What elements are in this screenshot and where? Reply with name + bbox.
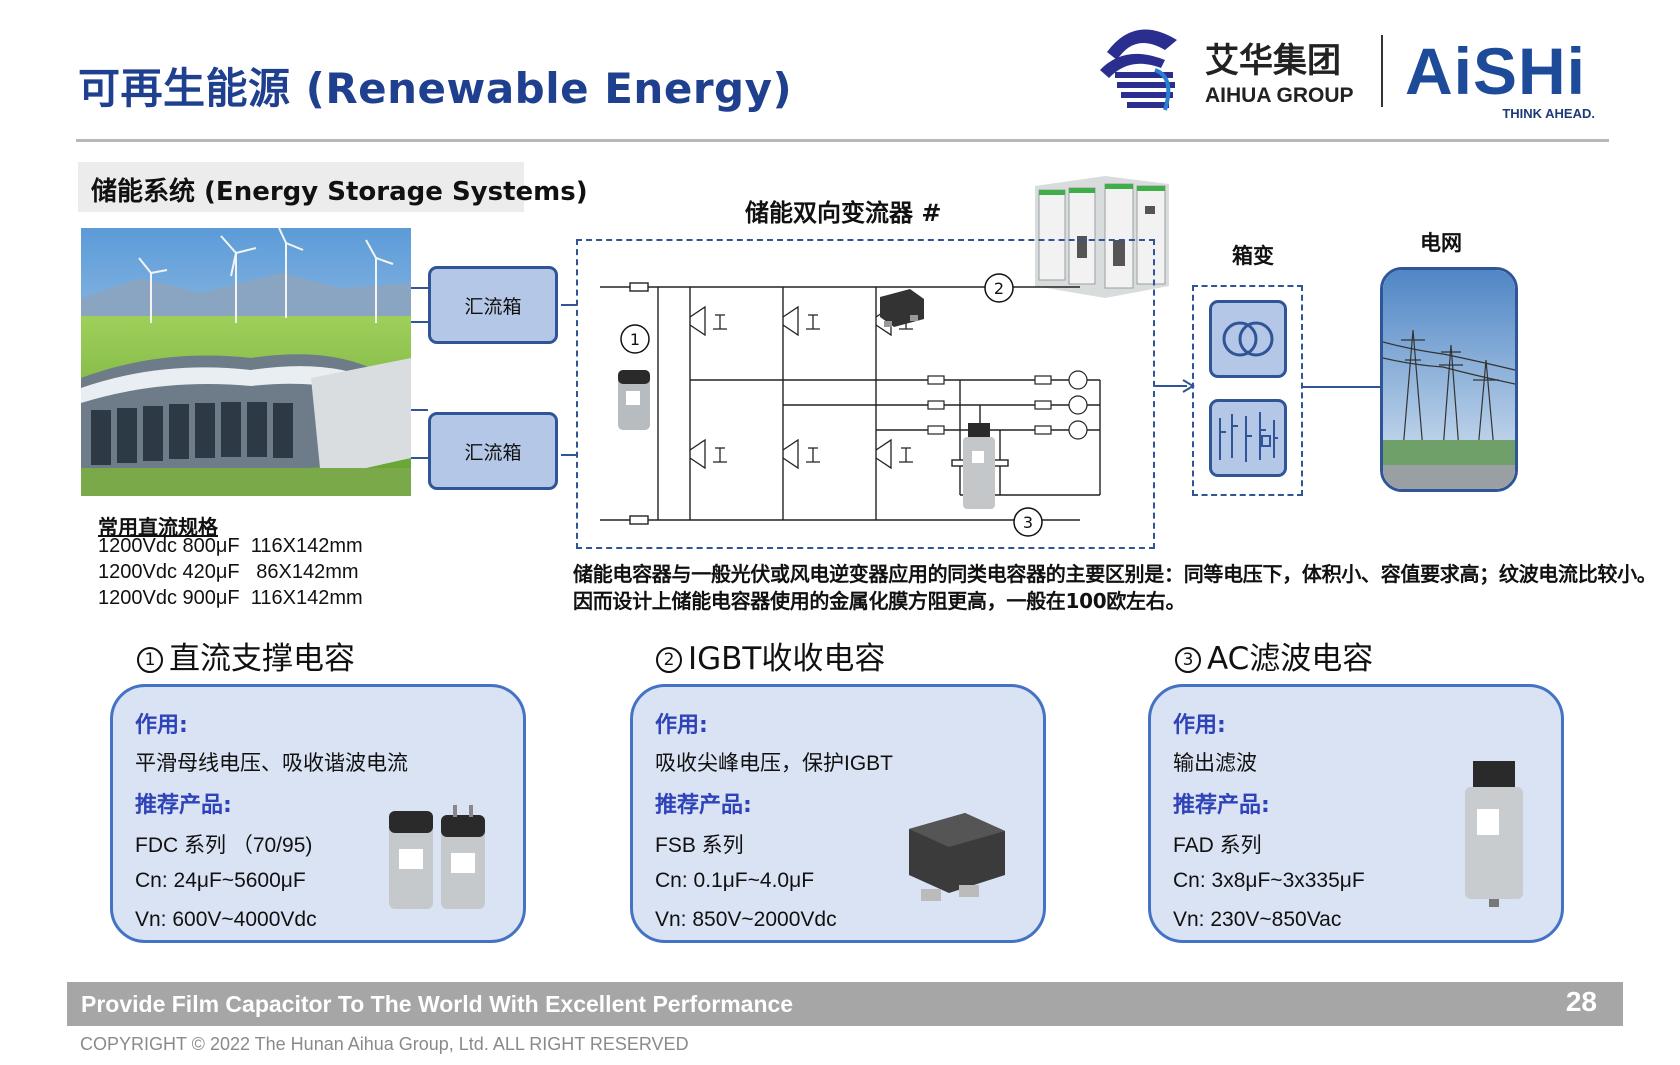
card-number: 1 xyxy=(137,647,163,673)
copyright: COPYRIGHT © 2022 The Hunan Aihua Group, … xyxy=(80,1034,689,1054)
energy-storage-photo xyxy=(81,228,411,496)
converter-circuit: 1 2 3 xyxy=(600,273,1101,537)
card-title-text: IGBT收收电容 xyxy=(688,641,886,677)
specs-title: 常用直流规格 xyxy=(98,515,218,539)
cn-text: Cn: 0.1μF~4.0μF xyxy=(655,869,815,892)
aihua-cn: 艾华集团 xyxy=(1205,41,1341,81)
role-text: 输出滤波 xyxy=(1173,752,1257,775)
power-grid-photo xyxy=(1380,267,1518,492)
aishi-tagline: THINK AHEAD. xyxy=(1502,106,1595,121)
marker-3: 3 xyxy=(1023,513,1033,532)
dc-link-capacitor-icon xyxy=(618,370,650,430)
page-title: 可再生能源 (Renewable Energy) xyxy=(78,64,793,113)
section-label: 储能系统 (Energy Storage Systems) xyxy=(78,162,588,212)
series-text: FAD 系列 xyxy=(1173,834,1262,857)
series-text: FDC 系列 （70/95) xyxy=(135,834,313,857)
combiner-box: 汇流箱 xyxy=(428,266,558,344)
title-divider xyxy=(76,139,1609,142)
aihua-en: AIHUA GROUP xyxy=(1205,84,1354,107)
role-text: 平滑母线电压、吸收谐波电流 xyxy=(135,752,408,775)
box-transformer-label: 箱变 xyxy=(1232,244,1274,268)
spec-line: 1200Vdc 800μF 116X142mm xyxy=(98,535,363,557)
page-number: 28 xyxy=(1565,986,1597,1017)
aishi-wordmark: AiSHi xyxy=(1405,34,1587,108)
spec-line: 1200Vdc 900μF 116X142mm xyxy=(98,587,363,609)
fsb-capacitor-icon xyxy=(909,813,1005,901)
role-label: 作用: xyxy=(135,713,188,738)
note-line: 因而设计上储能电容器使用的金属化膜方阻更高，一般在100欧左右。 xyxy=(573,589,1186,613)
pcs-cabinet-image xyxy=(1035,176,1169,298)
combiner-connectors xyxy=(411,287,577,459)
aihua-logo: 艾华集团 AIHUA GROUP xyxy=(1100,29,1354,111)
product-label: 推荐产品: xyxy=(135,793,232,818)
card-number: 2 xyxy=(656,647,682,673)
role-label: 作用: xyxy=(1173,713,1226,738)
marker-2: 2 xyxy=(994,279,1004,298)
card-title-text: 直流支撑电容 xyxy=(169,641,355,677)
card-dc-link: 作用: 平滑母线电压、吸收谐波电流 推荐产品: FDC 系列 （70/95) C… xyxy=(110,684,526,943)
fad-capacitor-icon xyxy=(1465,761,1523,907)
aihua-swirl-icon xyxy=(1100,29,1177,111)
note-line: 储能电容器与一般光伏或风电逆变器应用的同类电容器的主要区别是：同等电压下，体积小… xyxy=(573,562,1657,586)
combiner-box: 汇流箱 xyxy=(428,412,558,490)
marker-1: 1 xyxy=(630,330,640,349)
product-label: 推荐产品: xyxy=(1173,793,1270,818)
card-snubber: 作用: 吸收尖峰电压，保护IGBT 推荐产品: FSB 系列 Cn: 0.1μF… xyxy=(630,684,1046,943)
product-label: 推荐产品: xyxy=(655,793,752,818)
card-title-text: AC滤波电容 xyxy=(1207,641,1374,677)
arrow-right-icon xyxy=(1155,379,1195,393)
converter-diagram xyxy=(576,239,1155,549)
card-ac-filter: 作用: 输出滤波 推荐产品: FAD 系列 Cn: 3x8μF~3x335μF … xyxy=(1148,684,1564,943)
switchgear-icon xyxy=(1209,399,1287,477)
aishi-logo: AiSHi THINK AHEAD. xyxy=(1405,36,1595,121)
grid-label: 电网 xyxy=(1420,231,1462,255)
transformer-icon xyxy=(1209,300,1287,378)
vn-text: Vn: 850V~2000Vdc xyxy=(655,908,837,931)
box-transformer xyxy=(1192,285,1303,496)
series-text: FSB 系列 xyxy=(655,834,744,857)
cn-text: Cn: 3x8μF~3x335μF xyxy=(1173,869,1365,892)
vn-text: Vn: 230V~850Vac xyxy=(1173,908,1342,931)
footer-bar: Provide Film Capacitor To The World With… xyxy=(67,982,1623,1026)
card-number: 3 xyxy=(1175,647,1201,673)
footer-slogan: Provide Film Capacitor To The World With… xyxy=(81,991,794,1017)
ac-filter-capacitor-icon xyxy=(963,423,995,509)
cn-text: Cn: 24μF~5600μF xyxy=(135,869,306,892)
spec-line: 1200Vdc 420μF 86X142mm xyxy=(98,561,359,583)
diagram-title: 储能双向变流器 # xyxy=(745,199,942,227)
role-text: 吸收尖峰电压，保护IGBT xyxy=(655,752,894,775)
vn-text: Vn: 600V~4000Vdc xyxy=(135,908,317,931)
grid-connector xyxy=(1303,386,1381,388)
fdc-capacitor-icon xyxy=(389,805,485,909)
role-label: 作用: xyxy=(655,713,708,738)
snubber-capacitor-icon xyxy=(880,289,924,327)
logo-divider xyxy=(1381,35,1383,107)
